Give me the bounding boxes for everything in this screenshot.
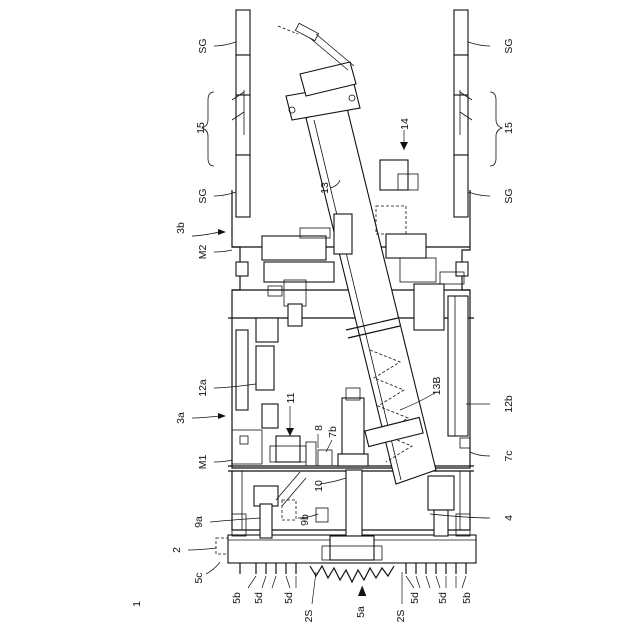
label-7b: 7b: [327, 426, 339, 438]
arrow-3a: [218, 413, 226, 419]
label-sg: SG: [503, 38, 515, 53]
label-m2: M2: [197, 245, 209, 260]
lower-mechanism: [232, 296, 470, 538]
label-m1: M1: [197, 455, 209, 470]
label-12b: 12b: [503, 395, 515, 413]
label-5d: 5d: [283, 592, 295, 604]
label-7c: 7c: [503, 450, 515, 461]
arrow-14: [400, 142, 408, 150]
arrow-3b: [218, 229, 226, 235]
arrow-11: [286, 428, 294, 436]
gripper-left: [232, 10, 250, 217]
shield-edge: [216, 538, 228, 554]
label-5b: 5b: [231, 592, 243, 604]
gripper-right: [454, 10, 472, 217]
label-15: 15: [195, 122, 207, 134]
label-11: 11: [285, 392, 297, 403]
label-5d: 5d: [253, 592, 265, 604]
label-5d: 5d: [409, 592, 421, 604]
label-5a: 5a: [355, 606, 367, 618]
label-5d: 5d: [437, 592, 449, 604]
figure-number: 1: [131, 601, 143, 607]
label-3b: 3b: [175, 222, 187, 234]
brace-15-right: [490, 92, 502, 166]
label-10: 10: [313, 480, 325, 492]
label-sg: SG: [197, 38, 209, 53]
label-2s: 2S: [303, 610, 315, 623]
label-13: 13: [319, 182, 331, 194]
label-2s: 2S: [395, 610, 407, 623]
label-15: 15: [503, 122, 515, 134]
label-14: 14: [399, 118, 411, 130]
label-9a: 9a: [193, 516, 205, 528]
label-3a: 3a: [175, 412, 187, 424]
label-9b: 9b: [299, 514, 311, 526]
cutter-bits: [240, 563, 466, 574]
label-12a: 12a: [197, 379, 209, 397]
label-8: 8: [313, 425, 325, 431]
label-13b: 13B: [431, 377, 443, 396]
label-5c: 5c: [193, 572, 205, 583]
label-5b: 5b: [461, 592, 473, 604]
arrow-5a: [358, 586, 366, 596]
label-sg: SG: [197, 188, 209, 203]
label-sg: SG: [503, 188, 515, 203]
label-2: 2: [171, 547, 183, 553]
label-4: 4: [503, 515, 515, 521]
